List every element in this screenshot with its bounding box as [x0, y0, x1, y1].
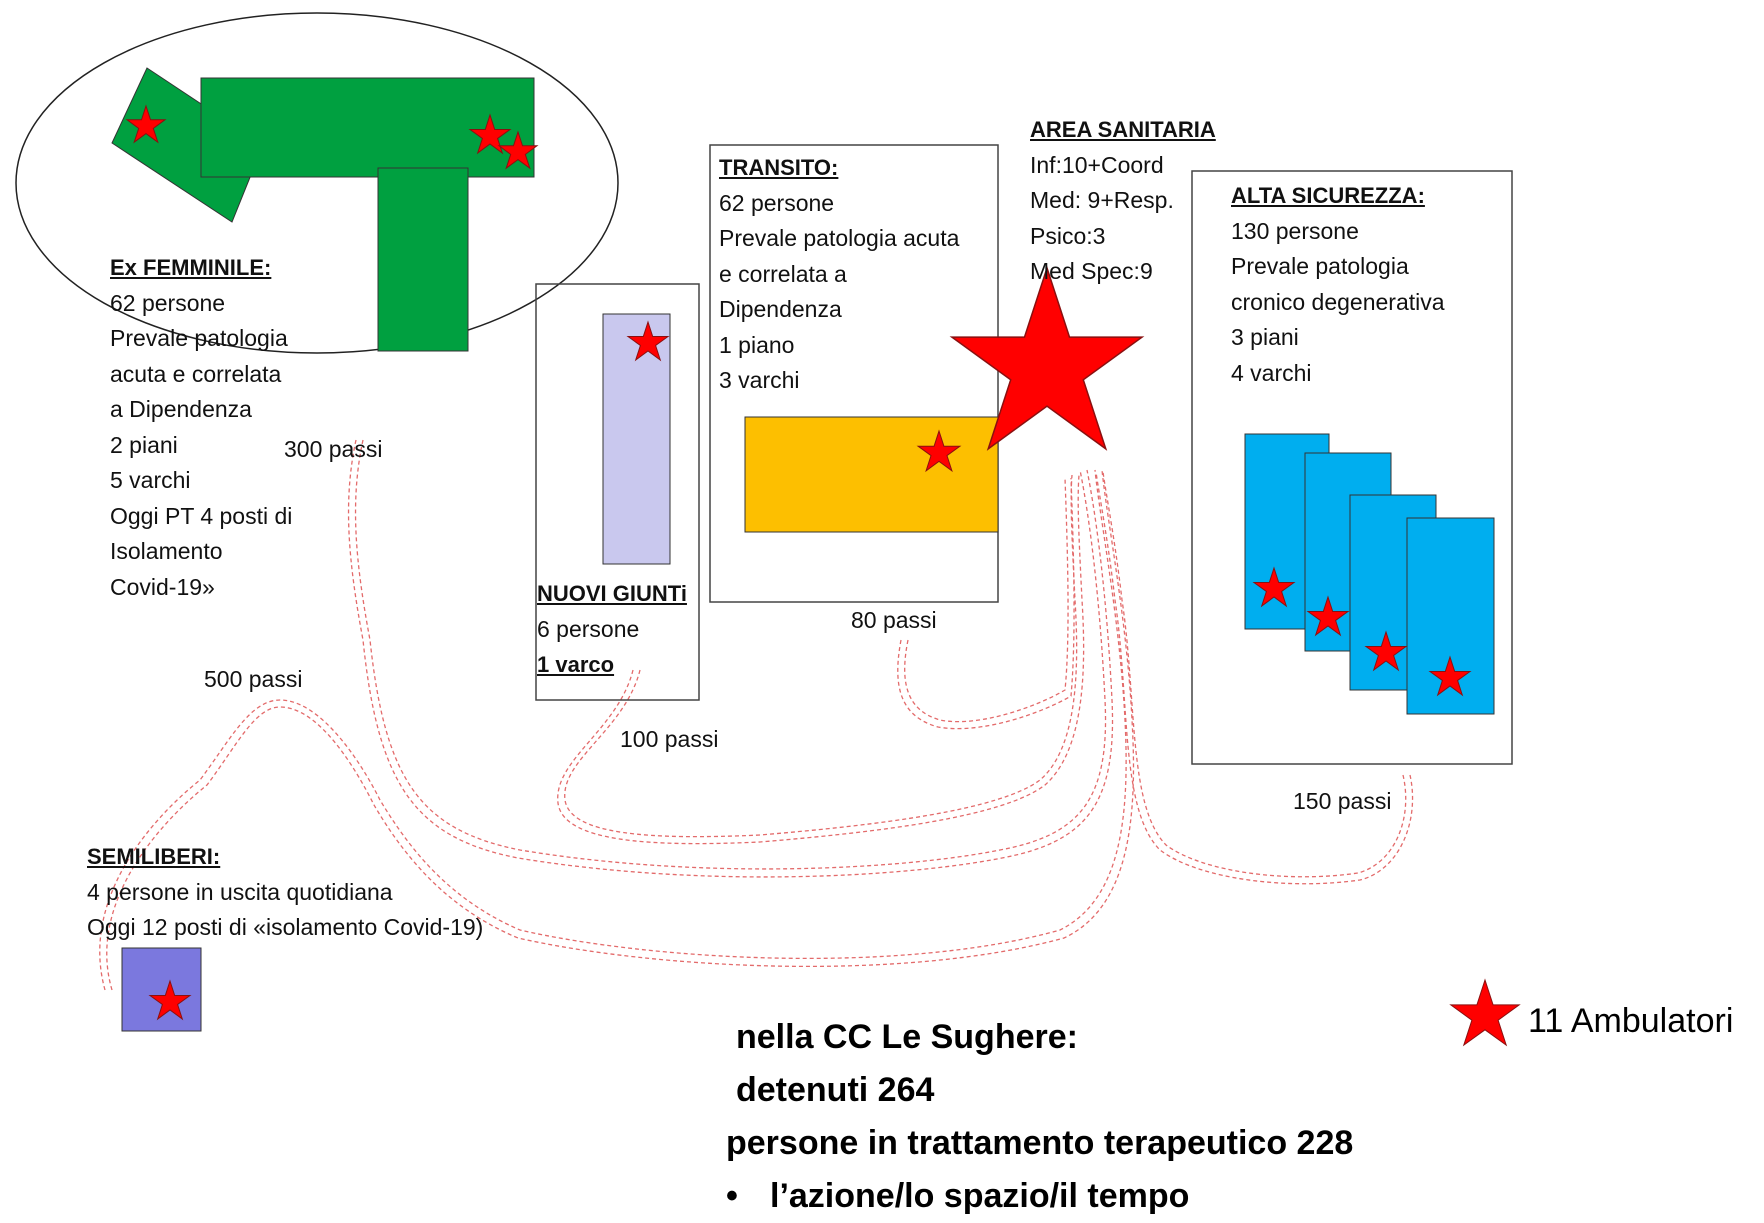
alta-sicurezza-line: 130 persone: [1231, 217, 1359, 244]
star-area-sanitaria-icon: [949, 265, 1145, 451]
nuovi-giunti-varco: 1 varco: [537, 652, 615, 677]
distance-label-80: 80 passi: [851, 607, 937, 633]
semiliberi-line: Oggi 12 posti di «isolamento Covid-19): [87, 914, 484, 940]
distance-label-300: 300 passi: [284, 436, 383, 462]
legend-label: 11 Ambulatori: [1528, 1002, 1734, 1040]
transito-building: [744, 416, 999, 533]
summary-line-1: nella CC Le Sughere:: [736, 1018, 1078, 1056]
alta-sicurezza-line: Prevale patologia: [1231, 253, 1409, 279]
transito-frame: [709, 144, 999, 603]
nuovi-giunti-label: NUOVI GIUNTi 6 persone 1 varco: [537, 576, 687, 683]
ex-femminile-line: a Dipendenza: [110, 396, 252, 422]
star-ex-femminile-1-icon: [125, 104, 167, 144]
area-sanitaria-line: Med: 9+Resp.: [1030, 187, 1174, 213]
star-transito-icon: [916, 429, 962, 473]
summary-line-2: detenuti 264: [736, 1071, 935, 1109]
summary-line-3: persone in trattamento terapeutico 228: [726, 1124, 1354, 1162]
star-semiliberi-icon: [148, 979, 192, 1021]
semiliberi-line: 4 persone in uscita quotidiana: [87, 878, 393, 905]
summary-block: nella CC Le Sughere: detenuti 264 person…: [726, 1011, 1353, 1223]
area-sanitaria-label: AREA SANITARIA Inf:10+Coord Med: 9+Resp.…: [1030, 112, 1216, 290]
star-ex-femminile-3-icon: [497, 130, 539, 170]
ex-femminile-line: 5 varchi: [110, 467, 191, 493]
path-transito: [904, 477, 1069, 723]
semiliberi-label: SEMILIBERI: 4 persone in uscita quotidia…: [87, 839, 483, 946]
transito-line: 62 persone: [719, 189, 835, 216]
ex-femminile-line: 2 piani: [110, 431, 178, 458]
path-nuovi-giunti: [564, 474, 1078, 838]
path-alta-sicurezza: [1095, 471, 1414, 885]
distance-label-500: 500 passi: [204, 666, 303, 692]
ex-femminile-wing-vertical: [377, 167, 469, 352]
ex-femminile-line: 62 persone: [110, 289, 226, 316]
area-sanitaria-line: Med Spec:9: [1030, 258, 1153, 284]
transito-line: Prevale patologia acuta: [719, 225, 960, 251]
alta-sicurezza-line: cronico degenerativa: [1231, 288, 1445, 315]
star-alta-sicurezza-1-icon: [1252, 566, 1296, 608]
transito-line: e correlata a: [719, 260, 847, 287]
alta-sicurezza-line: 4 varchi: [1231, 359, 1312, 386]
alta-sicurezza-label: ALTA SICUREZZA: 130 persone Prevale pato…: [1231, 178, 1445, 391]
summary-line-4-text: l’azione/lo spazio/il tempo: [770, 1177, 1190, 1215]
star-ex-femminile-2-icon: [468, 113, 512, 155]
ex-femminile-line: Prevale patologia: [110, 325, 288, 351]
path-ex-femminile: [354, 439, 1107, 870]
area-sanitaria-line: Inf:10+Coord: [1030, 151, 1164, 178]
semiliberi-building: [121, 947, 202, 1032]
transito-label: TRANSITO: 62 persone Prevale patologia a…: [719, 150, 959, 399]
star-alta-sicurezza-4-icon: [1428, 655, 1472, 697]
transito-line: 1 piano: [719, 331, 795, 358]
transito-line: Dipendenza: [719, 296, 842, 322]
alta-sicurezza-title: ALTA SICUREZZA:: [1231, 183, 1425, 208]
distance-label-150: 150 passi: [1293, 788, 1392, 814]
bullet-icon: •: [726, 1177, 738, 1215]
star-alta-sicurezza-3-icon: [1364, 630, 1408, 672]
semiliberi-title: SEMILIBERI:: [87, 844, 221, 869]
ex-femminile-ellipse: [15, 12, 619, 354]
ex-femminile-title: Ex FEMMINILE:: [110, 255, 272, 280]
nuovi-giunti-frame: [535, 283, 700, 701]
distance-label-100: 100 passi: [620, 726, 719, 752]
nuovi-giunti-building: [602, 313, 671, 565]
alta-sicurezza-line: 3 piani: [1231, 324, 1299, 350]
area-sanitaria-line: Psico:3: [1030, 222, 1106, 249]
star-alta-sicurezza-2-icon: [1306, 595, 1350, 637]
ambulatory-stars: [125, 104, 1521, 1047]
legend-star-icon: [1449, 978, 1521, 1047]
ex-femminile-line: Oggi PT 4 posti di: [110, 502, 293, 529]
alta-sicurezza-frame: [1191, 170, 1513, 765]
path-semiliberi: [99, 469, 1127, 991]
walking-paths: [99, 439, 1414, 991]
nuovi-giunti-title: NUOVI GIUNTi: [537, 581, 687, 606]
nuovi-giunti-line: 6 persone: [537, 615, 640, 642]
ex-femminile-line: Isolamento: [110, 538, 223, 564]
star-nuovi-giunti-icon: [626, 320, 670, 362]
ex-femminile-line: Covid-19»: [110, 573, 215, 600]
summary-line-4: • l’azione/lo spazio/il tempo: [726, 1170, 1353, 1223]
area-sanitaria-title: AREA SANITARIA: [1030, 117, 1216, 142]
ex-femminile-label: Ex FEMMINILE: 62 persone Prevale patolog…: [110, 250, 292, 605]
ex-femminile-line: acuta e correlata: [110, 360, 282, 387]
transito-line: 3 varchi: [719, 367, 800, 393]
transito-title: TRANSITO:: [719, 155, 839, 180]
ex-femminile-wing-top: [200, 77, 535, 178]
